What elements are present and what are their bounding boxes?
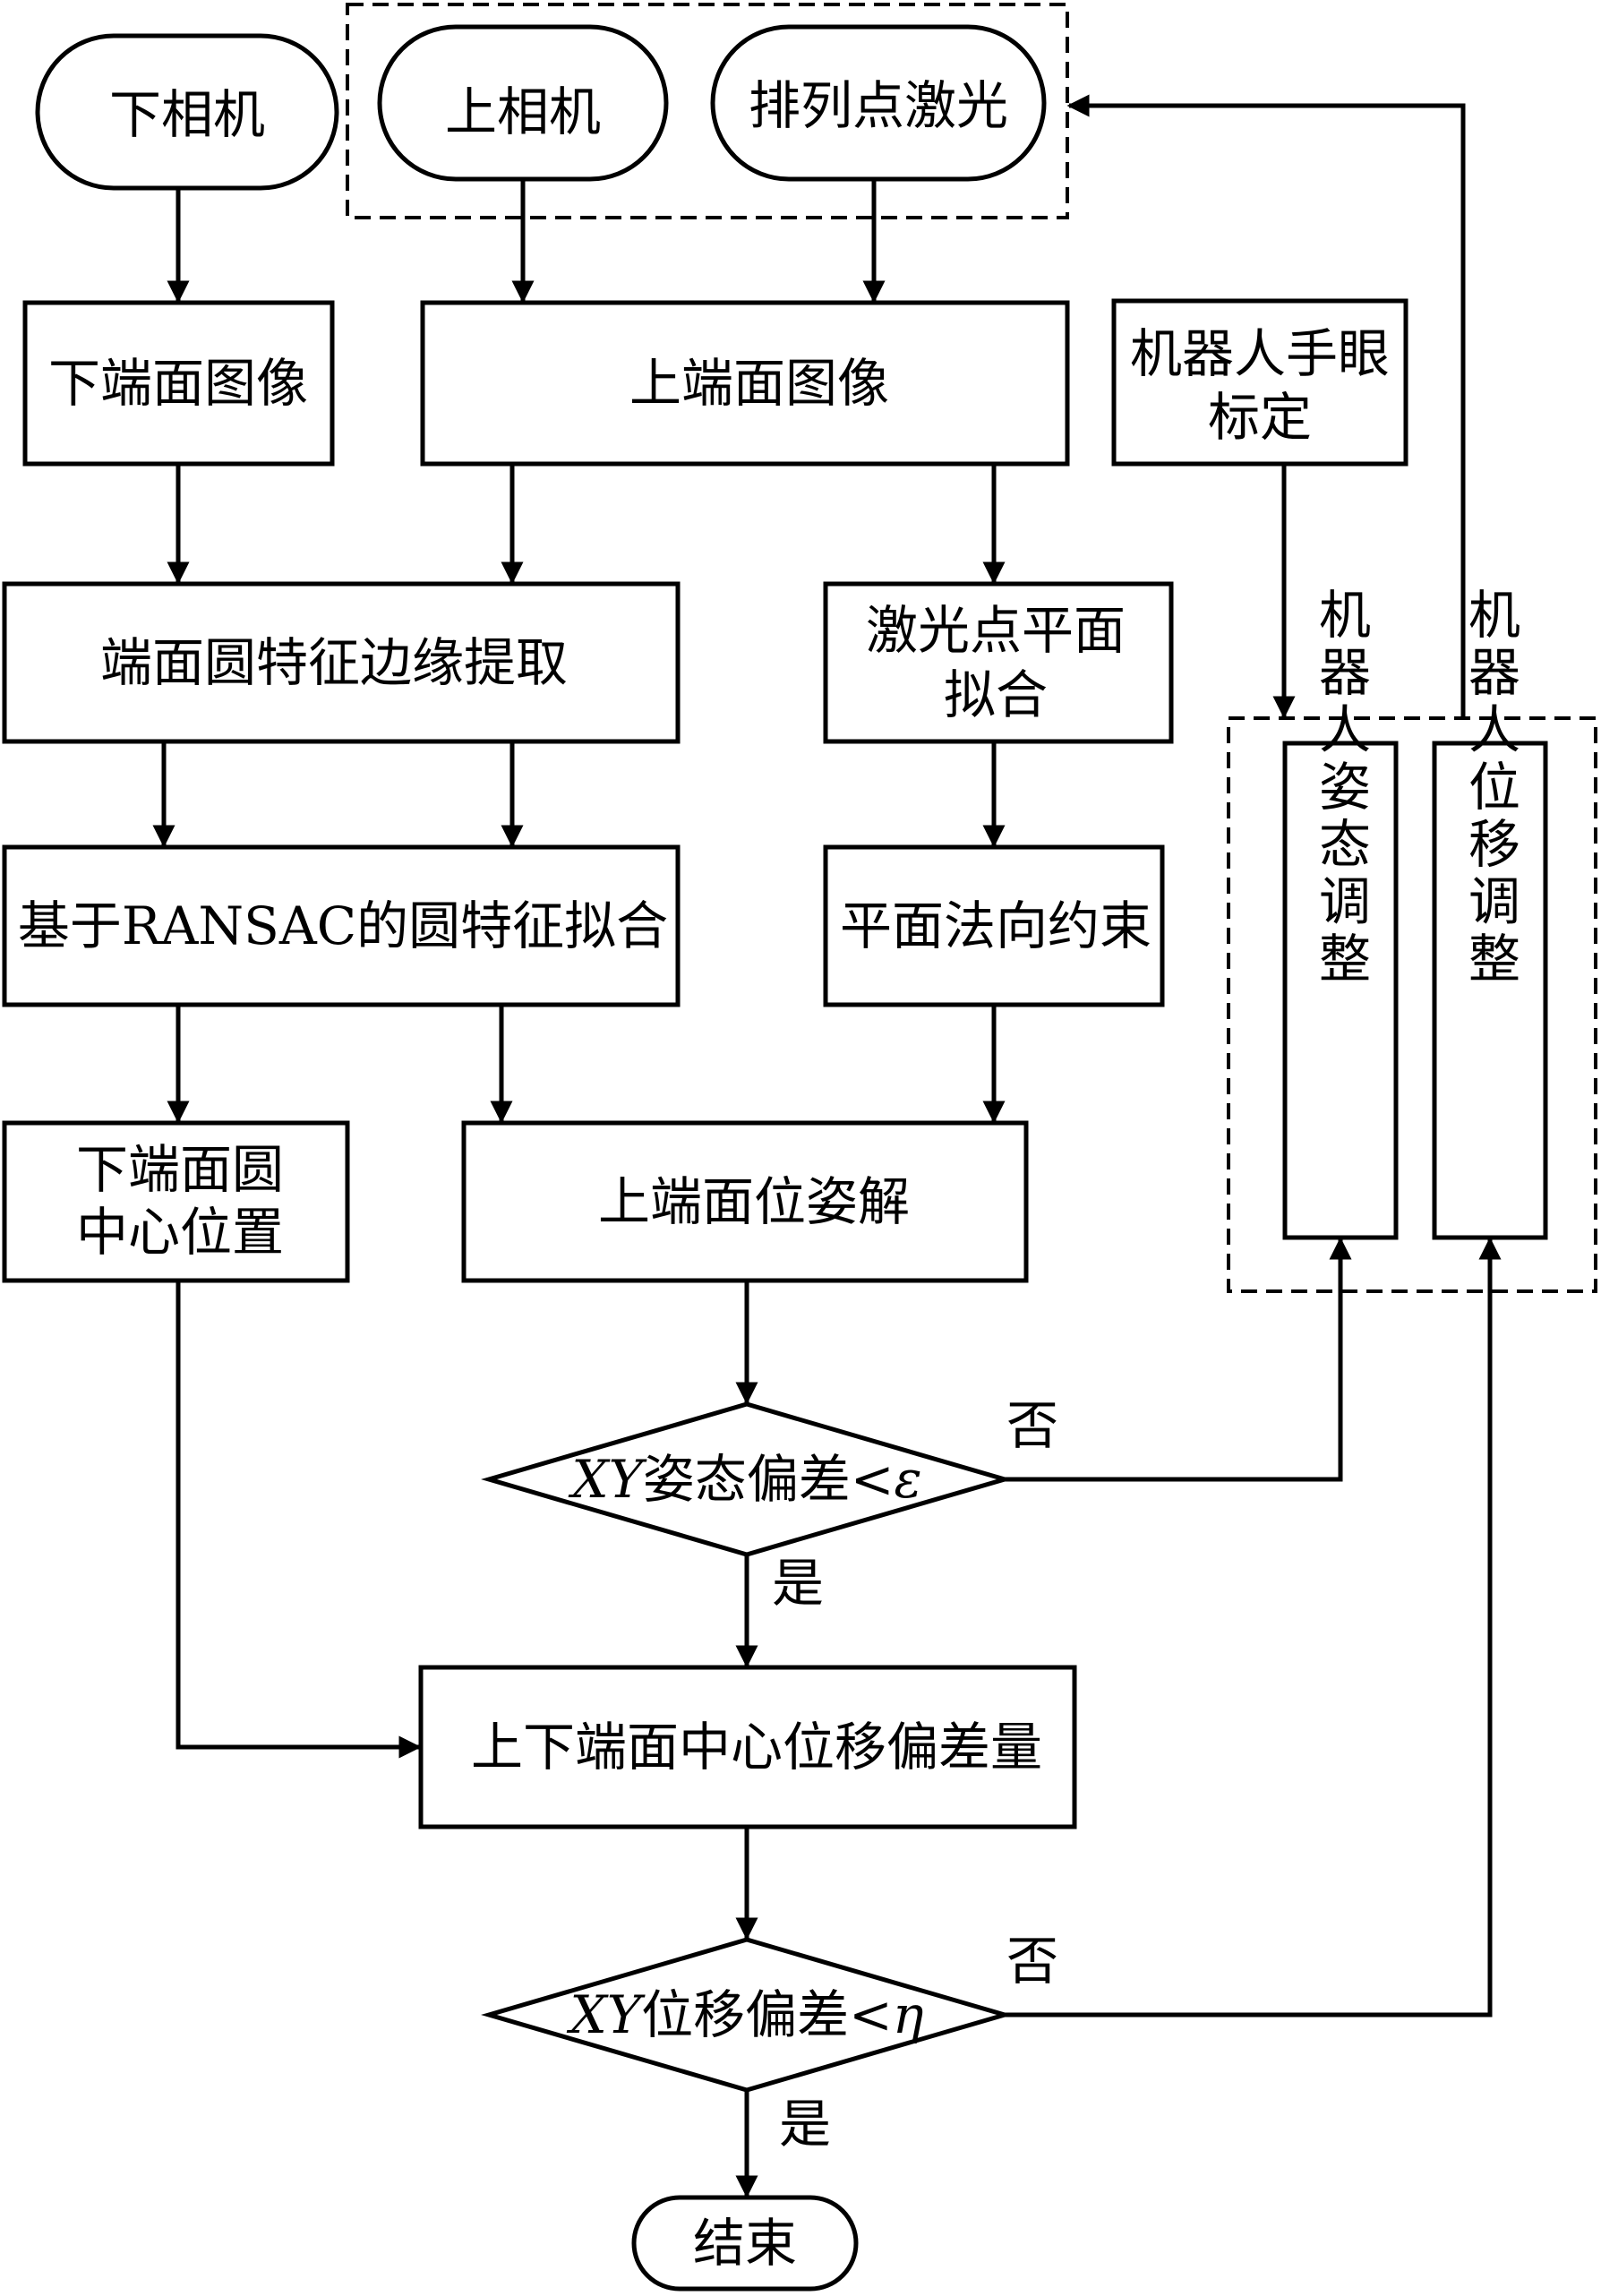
displacement-decision-sym: η <box>893 1984 924 2045</box>
attitude-adjust-label: 机器人姿态调整 <box>1310 587 1371 989</box>
no-label-2: 否 <box>1006 1931 1058 1992</box>
yes-label-2: 是 <box>779 2094 831 2155</box>
attitude-decision-var: XY <box>568 1449 646 1510</box>
end-label: 结束 <box>693 2213 797 2274</box>
lower-camera-node <box>35 33 339 191</box>
upper-image-node <box>420 300 1070 467</box>
no-label-1: 否 <box>1006 1395 1058 1456</box>
ransac-fit-label: 基于RANSAC的圆特征拟合 <box>18 895 668 956</box>
arrow-feedback-to-sensors <box>1066 94 1466 718</box>
camera-laser-group <box>346 3 1069 219</box>
arrow-lower-center-to-offset <box>176 1281 422 1759</box>
ransac-fit-node <box>2 844 681 1007</box>
laser-fit-label-1: 激光点平面 <box>866 600 1126 661</box>
handeye-label-2: 标定 <box>1208 387 1312 448</box>
laser-array-node <box>710 24 1047 182</box>
lower-center-label-2: 中心位置 <box>76 1202 284 1263</box>
edge-extract-node <box>2 581 681 744</box>
attitude-decision-text: 姿态偏差< <box>643 1449 895 1510</box>
edge-extract-label: 端面圆特征边缘提取 <box>100 632 568 693</box>
displacement-decision-text: 位移偏差< <box>641 1984 893 2045</box>
offset-node <box>418 1665 1077 1829</box>
displacement-decision-label: XY位移偏差<η <box>567 1984 924 2045</box>
arrow-decision2-no <box>1005 1237 1502 2018</box>
upper-pose-node <box>461 1120 1029 1283</box>
upper-camera-label: 上相机 <box>445 81 601 142</box>
handeye-node <box>1111 298 1408 467</box>
upper-pose-label: 上端面位姿解 <box>598 1171 910 1232</box>
attitude-decision-sym: ε <box>895 1449 922 1510</box>
laser-array-label: 排列点激光 <box>749 75 1008 136</box>
attitude-decision-label: XY姿态偏差<ε <box>568 1449 921 1510</box>
lower-image-node <box>22 300 335 467</box>
offset-label: 上下端面中心位移偏差量 <box>471 1717 1042 1778</box>
displacement-adjust-node <box>1432 741 1548 1240</box>
displacement-decision-var: XY <box>567 1984 646 2045</box>
normal-constraint-label: 平面法向约束 <box>840 895 1152 956</box>
lower-camera-label: 下相机 <box>109 84 265 145</box>
handeye-label-1: 机器人手眼 <box>1130 323 1390 384</box>
lower-image-label: 下端面图像 <box>48 353 308 414</box>
robot-adjust-group <box>1227 716 1597 1293</box>
laser-fit-label-2: 拟合 <box>944 664 1048 725</box>
lower-center-label-1: 下端面圆 <box>76 1139 284 1200</box>
arrow-decision1-no <box>1005 1237 1352 1482</box>
displacement-adjust-label: 机器人位移调整 <box>1460 587 1520 989</box>
attitude-adjust-node <box>1282 741 1399 1240</box>
upper-image-label: 上端面图像 <box>629 353 889 414</box>
yes-label-1: 是 <box>772 1553 824 1614</box>
laser-fit-node <box>823 581 1174 744</box>
